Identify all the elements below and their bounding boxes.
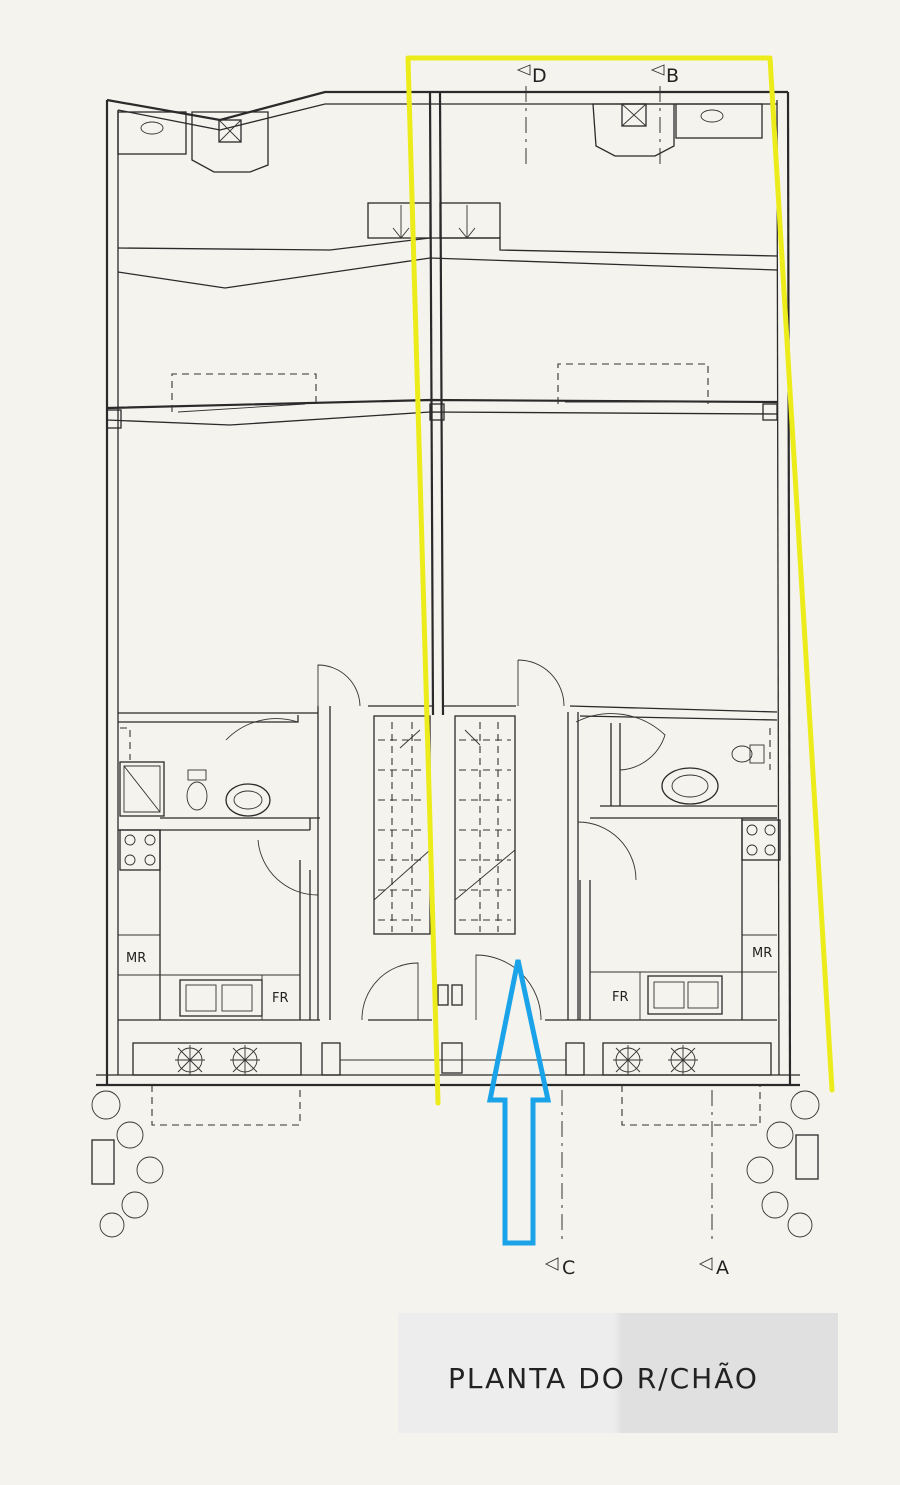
room-label-right-fr: FR [612,990,629,1005]
entrance-arrow-icon [486,959,552,1246]
section-marker-a: A [716,1257,729,1279]
section-marker-d: D [532,65,547,87]
doors [225,659,666,1021]
stairs [373,715,516,935]
section-marker-c: C [562,1257,575,1279]
section-marker-b: B [666,65,679,87]
front-area [91,984,820,1238]
section-lines [516,64,713,1271]
room-label-left-fr: FR [272,991,289,1006]
interior-partitions [118,705,778,1021]
drawing-title: PLANTA DO R/CHÃO [448,1362,759,1395]
labels: D B C A MR FR MR FR [126,65,772,1279]
rear-facade [106,363,778,429]
room-label-left-mr: MR [126,951,146,966]
bathroom-fixtures [119,727,771,817]
room-label-right-mr: MR [752,946,772,961]
title-block [398,1313,838,1433]
rear-yard [117,103,778,289]
highlight-outline [405,55,835,1106]
kitchen-fixtures [118,817,781,1020]
exterior-walls [96,90,800,1087]
